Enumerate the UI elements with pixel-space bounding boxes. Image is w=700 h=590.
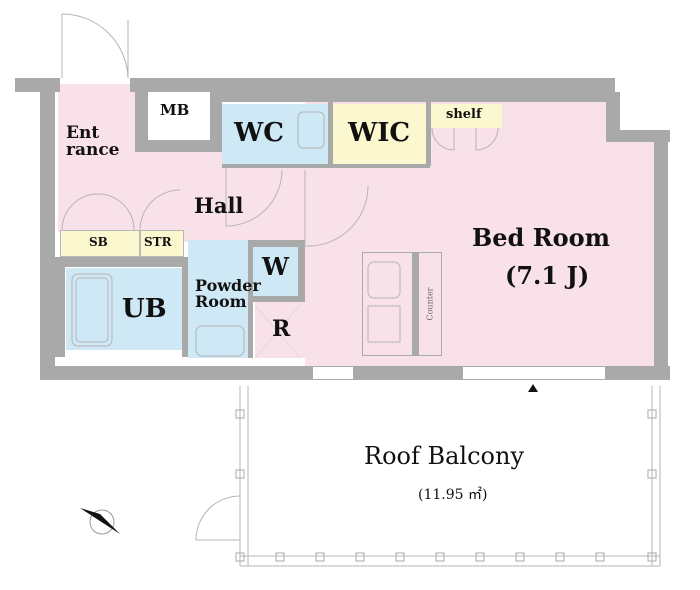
ub-label: UB [122,294,167,324]
wall [215,92,615,102]
wall [222,164,430,168]
balcony-label: Roof Balcony [364,442,525,470]
shelf-label: shelf [446,107,482,122]
wall [55,257,65,357]
wall [426,102,431,166]
kitchen-wall [412,252,418,356]
sb-label: SB [89,235,108,249]
wall [210,92,222,152]
hall-label: Hall [194,193,244,218]
ub-area [66,268,182,350]
counter [418,252,442,356]
bedroom-label: Bed Room [472,223,611,252]
powder-room-label: Powder Room [195,278,261,310]
entrance-area [58,84,136,232]
w-label: W [262,252,289,281]
entrance-label: Ent rance [66,125,120,159]
str-area [140,230,184,257]
wall [248,240,253,358]
window [462,366,606,380]
wc-label: WC [234,118,284,148]
bedroom-size-label: (7.1 J) [505,261,590,290]
wall [40,78,55,380]
wall [248,296,304,302]
str-label: STR [144,235,172,249]
counter-label: Counter [425,287,435,321]
entrance-marker-icon [528,384,538,392]
entrance-label-line1: Ent [66,123,100,143]
wall [182,257,188,357]
balcony-size-label: (11.95 ㎡) [418,487,488,503]
mb-label: MB [160,101,190,119]
wall [135,140,215,152]
wall [248,240,304,247]
compass-icon [80,508,120,535]
wc-area [222,104,330,166]
wic-area [333,104,427,166]
wall [328,102,333,166]
sb-area [60,230,140,257]
wall [130,78,615,92]
wall [135,78,148,152]
wic-label: WIC [348,118,411,148]
powder-room-line2: Room [195,292,247,311]
powder-room-line1: Powder [195,276,261,295]
window [312,366,354,380]
powder-room-area [188,240,252,358]
r-label: R [272,316,291,342]
wall [606,92,620,142]
mb-area [148,92,212,140]
wall [654,130,668,380]
shelf-area [430,104,502,128]
wall [298,240,305,302]
entrance-label-line2: rance [66,140,120,160]
wall [55,257,187,267]
w-area [252,246,302,298]
